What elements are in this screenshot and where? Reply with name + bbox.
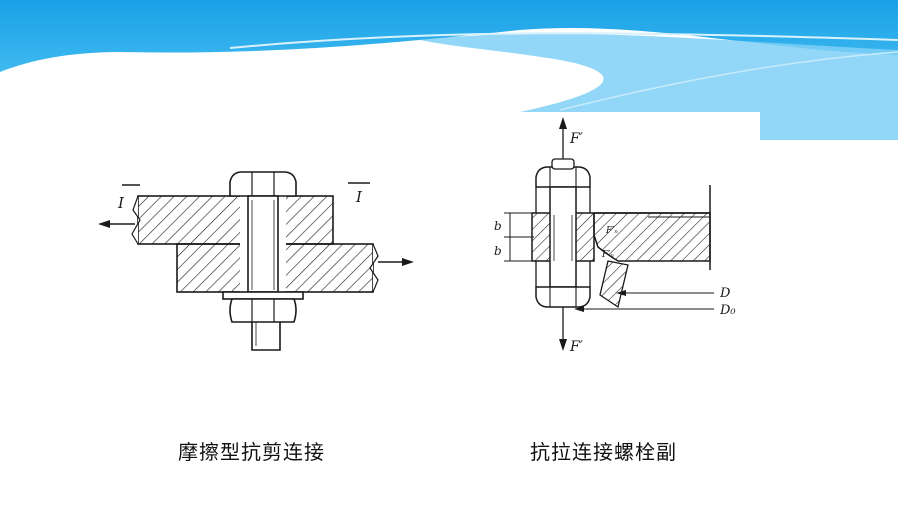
upper-plate [137, 195, 334, 245]
dim-b-upper-label: b [494, 219, 502, 233]
lower-nut [535, 286, 591, 308]
wave-highlight-line [229, 32, 898, 49]
section-mark-left: I [117, 184, 140, 212]
dim-b-lower-label: b [494, 244, 502, 258]
label-D: D [719, 286, 731, 301]
break-line-left [131, 195, 141, 245]
caption-friction-shear: 摩擦型抗剪连接 [178, 440, 325, 464]
prying-force-lower-label: F′ₙ [601, 250, 614, 260]
force-arrow-right [378, 258, 414, 266]
force-arrow-left [98, 220, 135, 228]
bolt-shank [247, 195, 279, 293]
upper-nut [535, 166, 591, 188]
friction-shear-connection-diagram: I I [98, 171, 414, 351]
wave-dark-band [0, 0, 898, 72]
nut [229, 298, 297, 323]
leader-D0 [574, 306, 714, 312]
section-label-right: I [355, 188, 363, 206]
section-mark-right: I [348, 182, 370, 206]
bolt-head [229, 171, 297, 197]
break-line-right [369, 243, 379, 293]
force-label-bottom: F′ [569, 339, 584, 355]
label-D0: D₀ [719, 303, 736, 318]
tension-bolt-assembly-diagram: F′ F′ b b F′ₙ F′ₙ [494, 117, 736, 355]
header-wave-decoration [0, 0, 898, 140]
force-arrow-bottom [559, 307, 567, 351]
force-label-top: F′ [569, 131, 584, 147]
wave-highlight-line-2 [559, 51, 898, 111]
bolt-end [551, 158, 575, 170]
structural-member [593, 212, 711, 262]
bolt-tail [251, 322, 281, 351]
flange-edge [599, 260, 629, 309]
caption-tension-bolt: 抗拉连接螺栓副 [530, 440, 677, 464]
prying-force-upper-label: F′ₙ [605, 226, 618, 236]
leader-D [616, 290, 714, 296]
section-label-left: I [117, 194, 125, 212]
dimension-b [504, 212, 534, 262]
washer [222, 291, 304, 300]
